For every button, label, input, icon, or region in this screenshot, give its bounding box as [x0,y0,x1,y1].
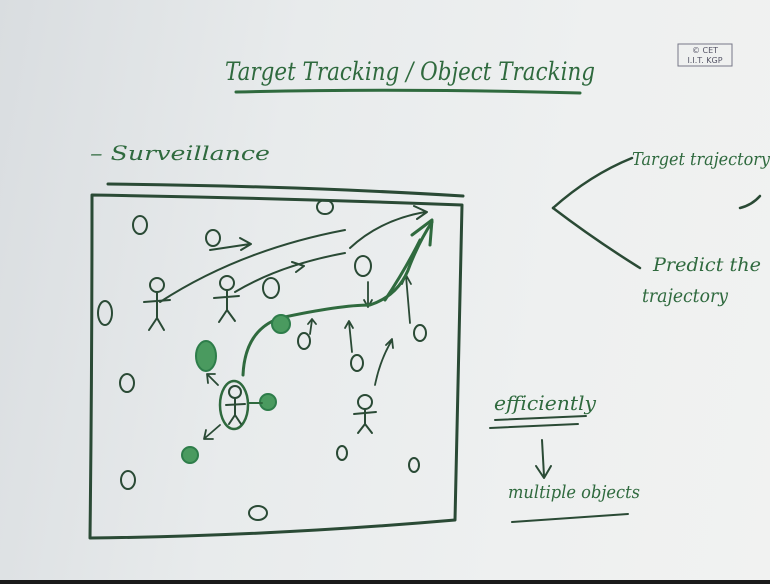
person-figure [143,277,171,331]
branch-line-top [551,156,634,210]
check-mark [738,194,762,210]
tracked-path [241,220,434,377]
cet-logo: © CET I.I.T. KGP [677,43,733,67]
multiple-objects-label: multiple objects [508,482,640,503]
object-circle [316,199,334,215]
branch-line-bottom [551,206,642,270]
object-circle [97,300,113,326]
down-arrow [535,439,552,479]
scene-top-line [106,182,465,198]
object-circle [350,354,364,372]
target-arrow [203,424,221,440]
efficiency-underline [494,415,587,421]
object-circle [297,332,311,350]
object-arrow [307,318,317,335]
object-circle [262,277,280,299]
predict-label: Predict the [652,254,761,276]
target-person-figure [225,385,246,425]
trajectory-line [349,205,428,249]
logo-line-1: © CET [692,46,718,55]
object-arrow [374,338,394,386]
trajectory-arrow [209,237,252,251]
object-circle [354,255,372,277]
target-arrow [206,373,219,386]
object-circle [408,457,420,473]
logo-line-2: I.I.T. KGP [687,56,722,65]
object-circle [248,505,268,521]
object-circle [413,324,427,342]
object-arrow [363,281,373,308]
object-circle [205,229,221,247]
tracked-object [271,314,291,334]
surveillance-scene [88,182,465,540]
scene-border [88,193,464,540]
efficiency-underline-2 [489,423,579,429]
object-arrow [401,274,412,324]
title-underline [234,88,582,95]
multiple-underline [511,513,629,523]
person-figure [213,275,240,323]
object-arrow [344,320,354,353]
page-title: Target Tracking / Object Tracking [225,57,595,86]
tracked-path-arrow [383,218,434,302]
target-highlight-ellipse [218,379,250,431]
target-trajectory-label: Target trajectory [632,149,770,170]
tracked-object [181,446,199,464]
surveillance-label: – Surveillance [90,141,270,165]
object-circle [132,215,148,235]
tracked-object [195,340,217,372]
efficiency-label: efficiently [494,391,597,415]
object-circle [336,445,348,461]
trajectory-line [234,252,346,293]
trajectory-line [159,229,346,303]
object-circle [119,373,135,393]
tracked-object [259,393,277,411]
trajectory-label: trajectory [642,285,728,307]
person-figure [353,394,377,434]
object-circle [120,470,136,490]
